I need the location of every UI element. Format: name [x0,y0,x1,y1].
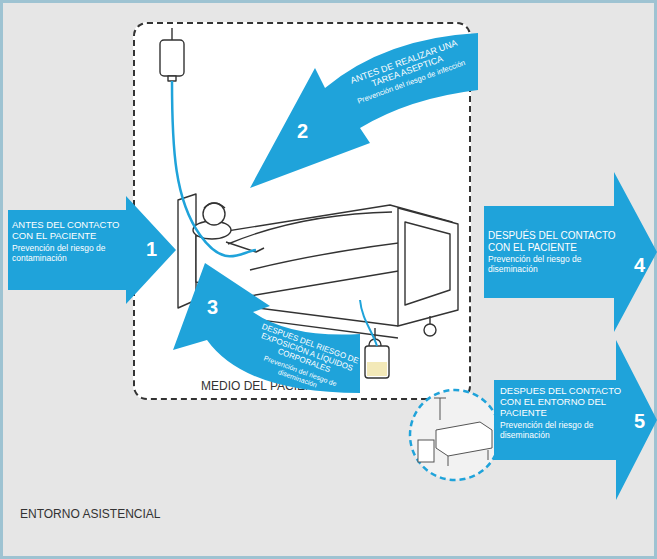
callout-number: 5 [634,410,654,433]
text-group: 1 [146,238,170,261]
moment-arrow: ANTES DE REALIZAR UNA TAREA ASEPTICAPrev… [245,28,478,200]
text-group: DESPUES DEL CONTACTO CON EL ENTORNO DEL … [500,386,626,440]
moment-arrow: DESPUÉS DEL CONTACTO CON EL PACIENTEPrev… [484,172,657,332]
arrow-heading: ANTES DEL CONTACTO CON EL PACIENTE [12,220,128,242]
arrow-outline [494,340,657,500]
callout-number: 4 [634,254,654,277]
arrow-outline [484,172,657,332]
moment-arrow: ANTES DEL CONTACTO CON EL PACIENTEPreven… [8,196,176,304]
callout-number: 3 [207,296,227,319]
arrow-heading: DESPUES DEL CONTACTO CON EL ENTORNO DEL … [500,386,626,419]
arrow-note: Prevención del riesgo de diseminación [488,255,628,275]
text-group: DESPUÉS DEL CONTACTO CON EL PACIENTEPrev… [488,230,628,275]
text-group: 2 [297,120,317,143]
area-label: ENTORNO ASISTENCIAL [20,508,320,522]
moment-arrow: DESPUES DEL RIESGO DE EXPOSICIÓN A LÍQUI… [165,258,360,398]
text-group: 4 [634,254,654,277]
callout-number: 1 [146,238,170,261]
text-group: 5 [634,410,654,433]
arrow-note: Prevención del riesgo de diseminación [500,421,626,441]
arrow-outline [8,196,176,304]
arrow-outline [250,33,478,188]
moment-arrow: DESPUES DEL CONTACTO CON EL ENTORNO DEL … [494,340,657,500]
callout-number: 2 [297,120,317,143]
text-group: ANTES DEL CONTACTO CON EL PACIENTEPreven… [12,220,128,263]
arrow-heading: DESPUÉS DEL CONTACTO CON EL PACIENTE [488,230,628,253]
text-group: 3 [207,296,227,319]
text-group: ENTORNO ASISTENCIAL [20,508,320,522]
arrow-note: Prevención del riesgo de contaminación [12,244,128,264]
